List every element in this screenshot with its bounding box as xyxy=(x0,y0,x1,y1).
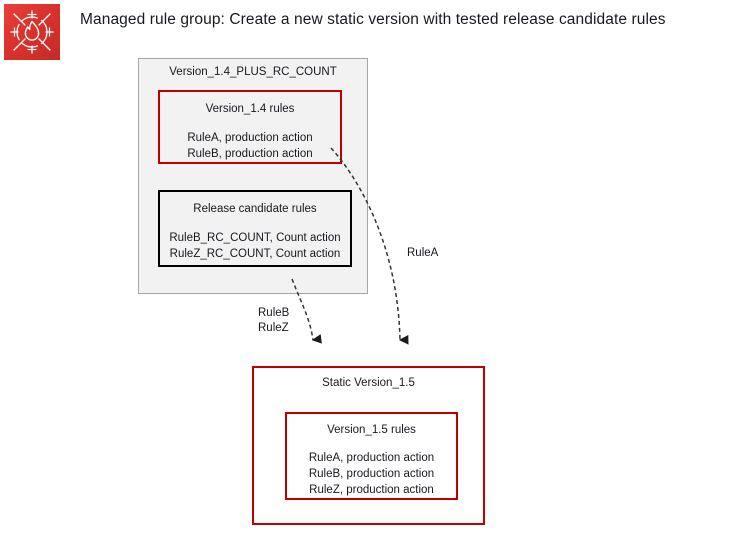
rule-line: RuleA, production action xyxy=(187,132,313,144)
rule-line: RuleA, production action xyxy=(308,452,435,464)
rule-line: RuleB, production action xyxy=(187,148,313,160)
arrow-label-line: RuleZ xyxy=(258,322,289,334)
box-title: Static Version_1.5 xyxy=(322,377,415,389)
box-title: Version_1.4 rules xyxy=(205,103,295,115)
box-rule-list: RuleB_RC_COUNT, Count action RuleZ_RC_CO… xyxy=(160,230,350,262)
box-rule-list: RuleA, production action RuleB, producti… xyxy=(160,130,340,162)
box-title: Release candidate rules xyxy=(193,203,317,215)
aws-waf-flame-target-icon xyxy=(4,4,60,60)
rule-line: RuleB_RC_COUNT, Count action xyxy=(169,232,341,244)
rule-line: RuleZ, production action xyxy=(309,484,434,496)
box-version-1-4-rules: Version_1.4 rules RuleA, production acti… xyxy=(158,90,342,164)
arrow-label-rulea: RuleA xyxy=(407,247,439,259)
arrow-label-rulebz: RuleB RuleZ xyxy=(258,306,289,336)
box-rule-list: RuleA, production action RuleB, producti… xyxy=(287,450,456,498)
group-label: Version_1.4_PLUS_RC_COUNT xyxy=(169,66,337,78)
arrow-label-line: RuleB xyxy=(258,307,290,319)
box-release-candidate-rules: Release candidate rules RuleB_RC_COUNT, … xyxy=(158,190,352,267)
rule-line: RuleB, production action xyxy=(308,468,435,480)
box-title: Version_1.5 rules xyxy=(327,424,416,436)
rule-line: RuleZ_RC_COUNT, Count action xyxy=(169,248,341,260)
page-title: Managed rule group: Create a new static … xyxy=(80,11,666,28)
box-version-1-5-rules: Version_1.5 rules RuleA, production acti… xyxy=(285,412,458,500)
